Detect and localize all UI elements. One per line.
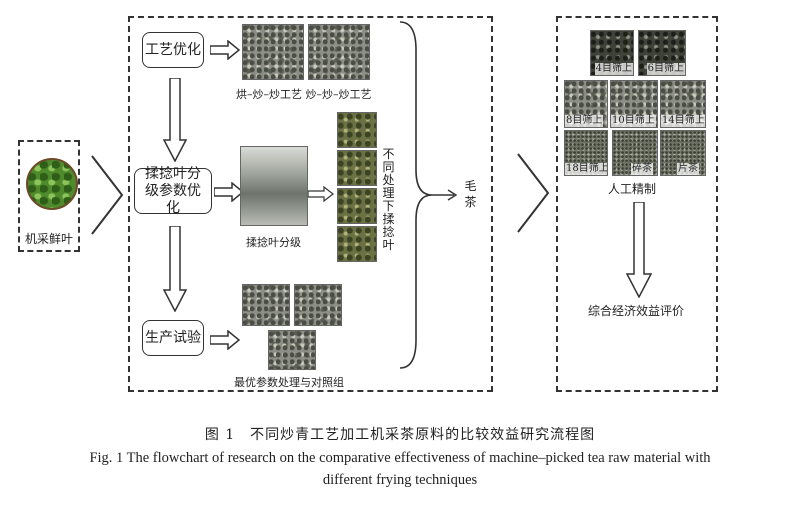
process-photo-1: [242, 24, 304, 80]
sorting-label: 揉捻叶分级: [246, 236, 301, 249]
sorting-machine-photo: [240, 146, 308, 226]
rolled-leaf-photo-3: [337, 188, 377, 224]
best-param-photo-1: [242, 284, 290, 326]
refining-evaluation-panel: [556, 16, 718, 392]
down-arrow-1: [163, 78, 187, 162]
down-arrow-2: [163, 226, 187, 312]
merge-brace: [399, 21, 433, 369]
right-arrow-production: [210, 330, 240, 350]
down-arrow-refining: [626, 202, 652, 298]
sieve-photo-14: 14目筛上: [660, 80, 706, 128]
sieve-photo-18: 18目筛上: [564, 130, 608, 176]
sieve-photo-broken: 碎茶: [612, 130, 658, 176]
sieve-photo-flake: 片茶: [660, 130, 706, 176]
right-arrow-process: [210, 40, 240, 60]
rolled-leaf-vertical-label: 不同处理下揉捻叶: [382, 147, 395, 252]
sieve-label-10: 10目筛上: [611, 115, 656, 127]
best-param-label: 最优参数处理与对照组: [234, 376, 344, 389]
manual-refining-label: 人工精制: [608, 182, 657, 196]
caption-english-line2: different frying techniques: [322, 472, 478, 488]
rolled-leaf-photo-4: [337, 226, 377, 262]
rolled-leaf-photo-2: [337, 150, 377, 186]
sieve-label-broken: 碎茶: [631, 163, 653, 175]
process-optimization-box: 工艺优化: [142, 32, 204, 68]
fresh-leaf-label: 机采鲜叶: [24, 232, 73, 246]
fresh-leaf-photo: [26, 158, 78, 210]
research-process-panel: [128, 16, 493, 392]
evaluation-label: 综合经济效益评价: [588, 304, 685, 318]
rolled-leaf-photo-1: [337, 112, 377, 148]
process-photo-2: [308, 24, 370, 80]
right-arrow-machine: [308, 186, 334, 202]
sieve-label-6: 6目筛上: [646, 63, 685, 75]
sieve-label-14: 14目筛上: [661, 115, 705, 127]
right-arrow-sorting: [214, 182, 244, 202]
chevron-arrow-right: [517, 153, 550, 233]
sieve-photo-10: 10目筛上: [610, 80, 658, 128]
crude-tea-label: 毛茶: [464, 179, 477, 209]
sieve-label-18: 18目筛上: [565, 163, 608, 175]
sieve-label-8: 8目筛上: [565, 115, 604, 127]
chevron-arrow-left: [91, 155, 124, 235]
fresh-leaf-panel: 机采鲜叶: [18, 140, 80, 252]
sieve-photo-8: 8目筛上: [564, 80, 608, 128]
process-photo-label: 烘–炒–炒工艺 炒–炒–炒工艺: [236, 88, 372, 101]
caption-chinese: 图 1 不同炒青工艺加工机采茶原料的比较效益研究流程图: [204, 427, 596, 443]
brace-arrow: [432, 189, 458, 201]
production-test-box: 生产试验: [142, 320, 204, 356]
sieve-label-flake: 片茶: [677, 163, 699, 175]
sorting-parameter-box: 揉捻叶分级参数优化: [134, 166, 212, 216]
sieve-photo-4: 4目筛上: [590, 30, 634, 76]
sieve-photo-6: 6目筛上: [638, 30, 686, 76]
best-param-photo-2: [294, 284, 342, 326]
sieve-label-4: 4目筛上: [594, 63, 633, 75]
best-param-photo-3: [268, 330, 316, 370]
caption-english-line1: Fig. 1 The flowchart of research on the …: [89, 450, 711, 466]
